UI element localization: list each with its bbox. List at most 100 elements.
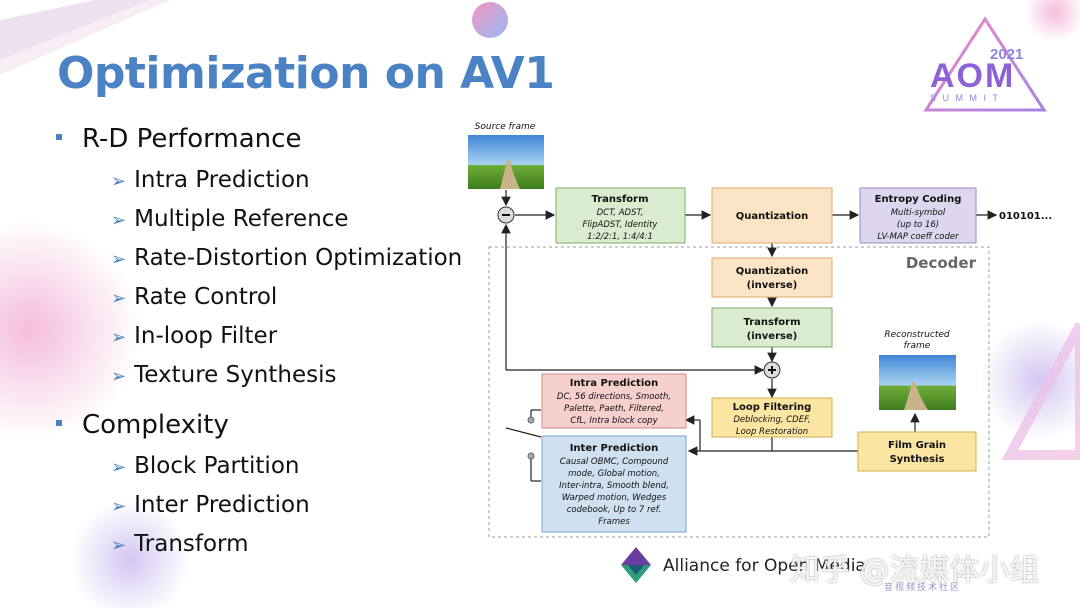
reconstructed-label: Reconstructed xyxy=(884,330,950,340)
bullet-section: Complexity xyxy=(56,410,229,440)
item-label: Multiple Reference xyxy=(134,206,349,232)
quantization-block: Quantization xyxy=(711,187,833,244)
bullet-item: ➢ Block Partition xyxy=(111,453,299,479)
arrow-bullet-icon: ➢ xyxy=(111,496,127,517)
block-text: (up to 16) xyxy=(897,220,939,230)
item-label: In-loop Filter xyxy=(134,323,278,349)
decoder-region xyxy=(488,246,990,538)
block-title: Transform xyxy=(743,317,800,328)
item-label: Texture Synthesis xyxy=(134,362,337,388)
slide-title: Optimization on AV1 xyxy=(57,48,555,99)
badge-logo-letters: AOM xyxy=(930,57,1015,95)
bullet-section: R-D Performance xyxy=(56,124,301,154)
block-text: Palette, Paeth, Filtered, xyxy=(564,404,664,414)
block-title: Intra Prediction xyxy=(570,378,659,389)
block-text: CfL, Intra block copy xyxy=(570,416,658,426)
block-text: Frames xyxy=(598,517,630,527)
arrow-bullet-icon: ➢ xyxy=(111,210,127,231)
block-text: Deblocking, CDEF, xyxy=(733,415,810,425)
square-bullet-icon xyxy=(56,419,62,426)
glow-decoration xyxy=(70,500,190,608)
block-title: Transform xyxy=(591,194,648,205)
inverse-transform-block: Transform (inverse) xyxy=(711,307,833,348)
inter-prediction-block: Inter Prediction Causal OBMC, Compound m… xyxy=(541,435,687,533)
film-grain-block: Film Grain Synthesis xyxy=(857,431,977,472)
bullet-item: ➢ Texture Synthesis xyxy=(111,362,337,388)
item-label: Inter Prediction xyxy=(134,492,310,518)
inverse-quantization-block: Quantization (inverse) xyxy=(711,257,833,298)
block-text: Inter-intra, Smooth blend, xyxy=(559,481,669,491)
entropy-coding-block: Entropy Coding Multi-symbol (up to 16) L… xyxy=(859,187,977,244)
badge-word: S U M M I T xyxy=(930,93,1000,103)
block-text: DCT, ADST, xyxy=(597,208,644,218)
triangle-decoration xyxy=(1001,322,1080,460)
source-frame-image xyxy=(468,135,544,189)
item-label: Transform xyxy=(134,531,249,557)
item-label: Intra Prediction xyxy=(134,167,310,193)
item-label: Block Partition xyxy=(134,453,300,479)
block-title: Loop Filtering xyxy=(733,402,812,413)
block-title: Inter Prediction xyxy=(570,443,659,454)
loop-filtering-block: Loop Filtering Deblocking, CDEF, Loop Re… xyxy=(711,397,833,438)
output-bitstream: 010101... xyxy=(999,211,1052,222)
block-title: Quantization xyxy=(736,266,808,277)
switch-node xyxy=(527,452,535,460)
section-label: Complexity xyxy=(82,410,229,440)
intra-prediction-block: Intra Prediction DC, 56 directions, Smoo… xyxy=(541,373,687,429)
block-text: Warped motion, Wedges xyxy=(562,493,667,503)
corner-ribbon-decoration xyxy=(0,0,170,75)
square-bullet-icon xyxy=(56,133,62,140)
switch-node xyxy=(527,416,535,424)
block-title: (inverse) xyxy=(747,331,798,342)
block-title: Entropy Coding xyxy=(875,194,962,205)
subtract-node xyxy=(497,206,515,224)
reconstructed-label: frame xyxy=(904,341,931,351)
arrow-bullet-icon: ➢ xyxy=(111,171,127,192)
arrow-bullet-icon: ➢ xyxy=(111,366,127,387)
block-text: LV-MAP coeff coder xyxy=(877,232,959,242)
bullet-item: ➢ Multiple Reference xyxy=(111,206,349,232)
block-title: (inverse) xyxy=(747,280,798,291)
block-text: FlipADST, Identity xyxy=(583,220,659,230)
bullet-item: ➢ Inter Prediction xyxy=(111,492,310,518)
footer-org-name: Alliance for Open Media xyxy=(663,556,866,576)
glow-decoration xyxy=(980,320,1080,440)
section-label: R-D Performance xyxy=(82,124,302,154)
source-frame-label: Source frame xyxy=(475,122,536,132)
bubble-decoration xyxy=(1025,0,1080,42)
bubble-decoration xyxy=(472,2,508,38)
aom-summit-logo: 2021 AOM S U M M I T xyxy=(923,16,1047,112)
block-title: Synthesis xyxy=(890,454,945,465)
item-label: Rate Control xyxy=(134,284,278,310)
block-text: mode, Global motion, xyxy=(568,469,660,479)
block-text: Multi-symbol xyxy=(891,208,946,218)
block-title: Film Grain xyxy=(888,440,946,451)
bullet-item: ➢ Intra Prediction xyxy=(111,167,310,193)
watermark-text: 知乎 @流媒体小组 xyxy=(790,553,1040,588)
block-text: 1:2/2:1, 1:4/4:1 xyxy=(587,232,653,242)
glow-decoration xyxy=(0,220,140,440)
aom-triangle-icon xyxy=(621,547,651,583)
transform-block: Transform DCT, ADST, FlipADST, Identity … xyxy=(555,187,686,244)
arrow-bullet-icon: ➢ xyxy=(111,249,127,270)
reconstructed-frame-image xyxy=(879,355,956,410)
block-text: codebook, Up to 7 ref. xyxy=(567,505,662,515)
arrow-bullet-icon: ➢ xyxy=(111,457,127,478)
bullet-item: ➢ In-loop Filter xyxy=(111,323,277,349)
arrow-bullet-icon: ➢ xyxy=(111,327,127,348)
bullet-item: ➢ Rate Control xyxy=(111,284,277,310)
block-title: Quantization xyxy=(736,211,808,222)
block-text: Loop Restoration xyxy=(736,427,808,437)
bullet-item: ➢ Transform xyxy=(111,531,249,557)
decoder-label: Decoder xyxy=(906,254,977,272)
arrow-bullet-icon: ➢ xyxy=(111,535,127,556)
arrow-bullet-icon: ➢ xyxy=(111,288,127,309)
bullet-item: ➢ Rate-Distortion Optimization xyxy=(111,245,462,271)
watermark-subtext: 音视频技术社区 xyxy=(884,583,962,593)
item-label: Rate-Distortion Optimization xyxy=(134,245,463,271)
block-text: Causal OBMC, Compound xyxy=(560,457,669,467)
av1-codec-diagram: Decoder Source frame Reconstructed frame xyxy=(468,122,1052,538)
badge-year: 2021 xyxy=(990,46,1023,63)
add-node xyxy=(763,361,781,379)
